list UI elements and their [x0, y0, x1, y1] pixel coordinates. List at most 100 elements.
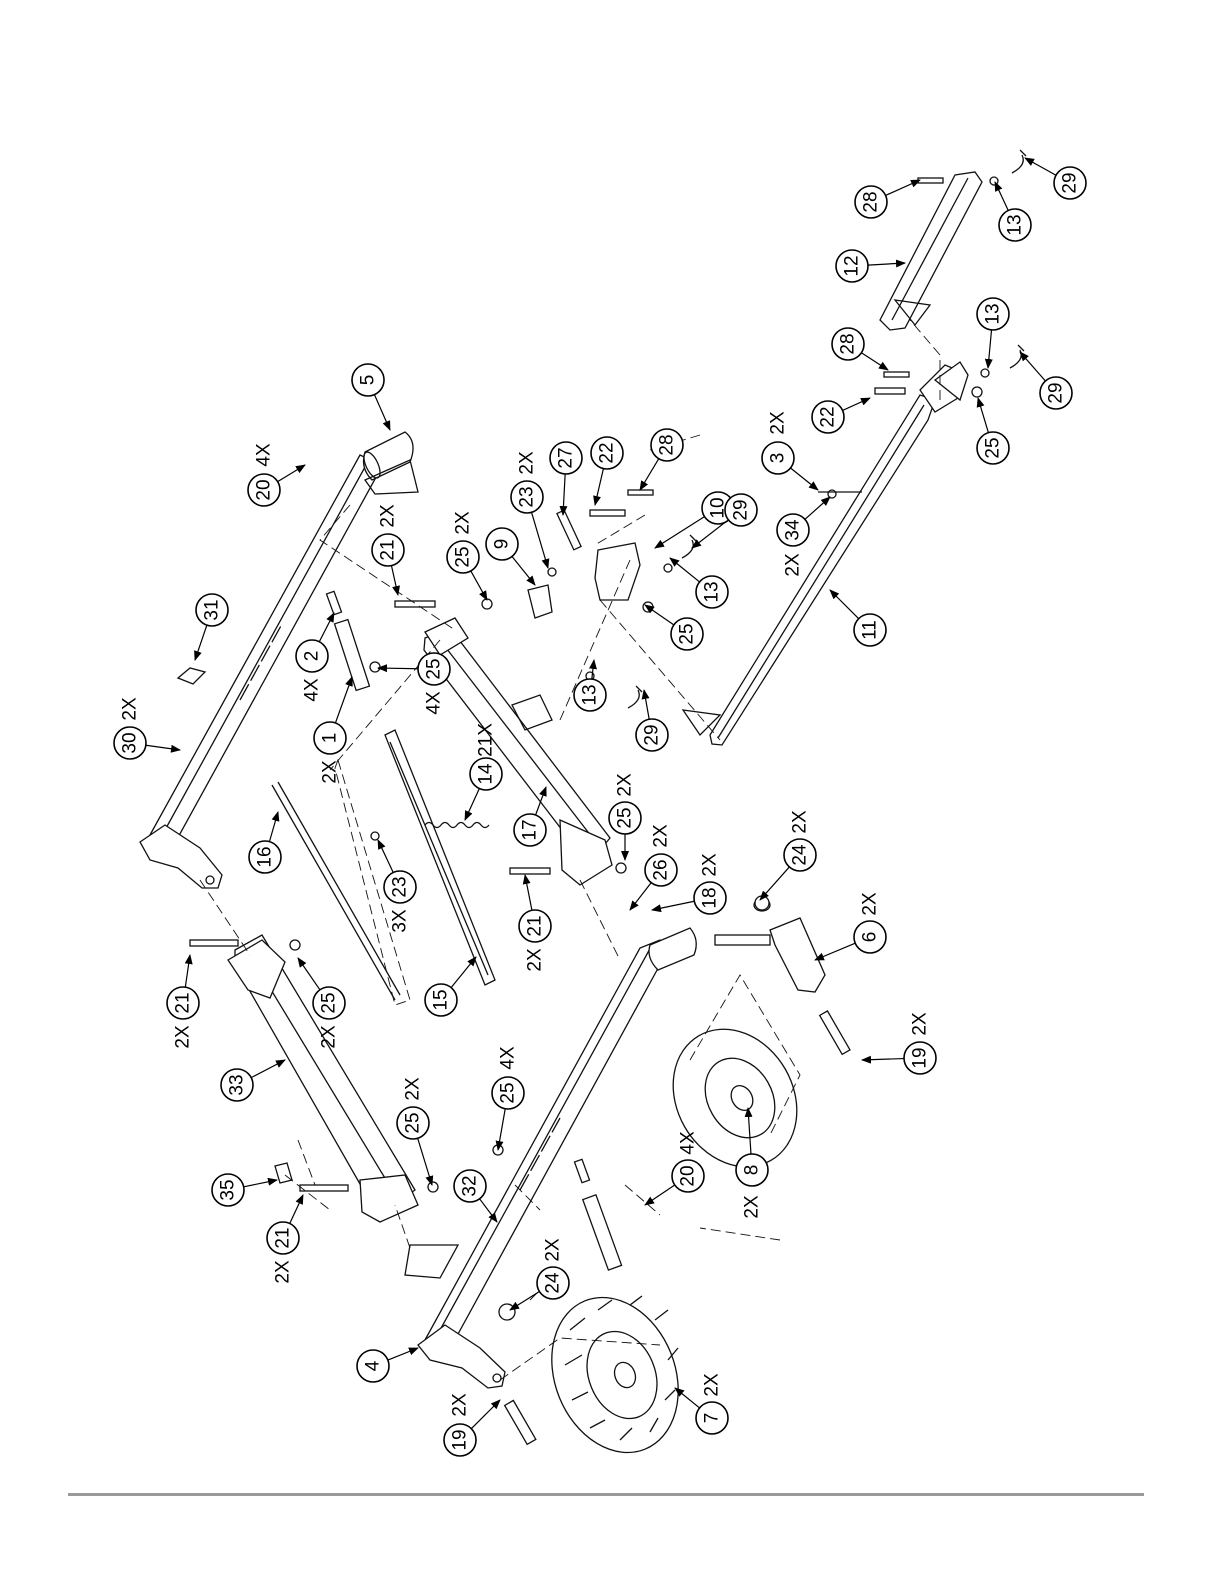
callout-quantity: 2X: [453, 511, 474, 535]
callout-number: 6: [860, 932, 881, 943]
callout-2: 2 4X: [296, 640, 328, 702]
callout-number: 25: [403, 1112, 424, 1133]
callout-19: 192X: [904, 1012, 936, 1074]
callout-leader: [378, 840, 393, 873]
decal-35: [275, 1163, 292, 1183]
chain: [425, 823, 489, 828]
callout-number: 2: [302, 651, 323, 662]
callout-number: 13: [702, 581, 723, 602]
callout-number: 25: [615, 807, 636, 828]
callout-leader: [471, 1400, 500, 1429]
callout-leader: [655, 517, 704, 548]
callout-leader: [525, 875, 532, 910]
callout-leader: [269, 812, 278, 842]
mount-plate: [595, 543, 640, 600]
callout-leader: [886, 180, 920, 195]
callout-25: 25: [977, 432, 1009, 464]
callout-quantity: 2X: [319, 1025, 340, 1049]
callout-16: 16: [249, 841, 281, 873]
callout-leader: [480, 1199, 497, 1222]
callout-12: 12: [836, 250, 868, 282]
callout-31: 31: [196, 594, 228, 626]
callout-8: 82X: [736, 1154, 768, 1219]
callout-25: 252X: [313, 987, 345, 1049]
callout-number: 1: [320, 733, 341, 744]
callout-leader: [319, 613, 334, 642]
decal-31: [178, 668, 205, 684]
callout-13: 13: [999, 209, 1031, 241]
callout-leader: [471, 571, 487, 600]
callout-leader: [843, 398, 870, 410]
callout-leader: [988, 330, 992, 368]
callout-leader: [298, 958, 320, 990]
callout-6: 62X: [854, 892, 886, 953]
callout-number: 30: [120, 732, 141, 753]
callout-25: 25: [671, 618, 703, 650]
callout-number: 34: [783, 519, 804, 541]
callout-29: 29: [1054, 167, 1086, 199]
callout-number: 13: [1005, 214, 1026, 235]
callout-11: 11: [854, 614, 886, 646]
callout-24: 242X: [537, 1238, 569, 1299]
callout-5: 5: [352, 364, 384, 396]
rear-frame-beam: [140, 432, 418, 888]
callout-26: 262X: [645, 824, 677, 886]
callout-number: 13: [983, 303, 1004, 324]
callout-35: 35: [212, 1174, 244, 1206]
callout-number: 14: [476, 763, 497, 785]
callout-number: 23: [390, 876, 411, 897]
callout-quantity: 2X: [378, 504, 399, 528]
callout-number: 3: [768, 453, 789, 464]
callout-quantity: 4X: [498, 1046, 519, 1070]
rod: [272, 782, 400, 1000]
callout-leader: [645, 1185, 675, 1205]
callout-28: 28: [832, 328, 864, 360]
callout-25: 25 4X: [418, 653, 450, 715]
callout-leader: [146, 745, 180, 750]
callout-22: 22: [591, 437, 623, 469]
callout-quantity: 4X: [424, 691, 445, 715]
callout-32: 32: [454, 1170, 486, 1202]
callout-number: 21: [525, 915, 546, 936]
callout-number: 29: [642, 724, 663, 745]
callout-33: 33: [221, 1069, 253, 1101]
callout-leader: [418, 1138, 432, 1185]
callout-leader: [760, 867, 789, 900]
callout-number: 35: [218, 1179, 239, 1200]
callout-quantity: 4X: [302, 678, 323, 702]
callout-quantity: 2X: [700, 853, 721, 877]
callout-22: 22: [812, 401, 844, 433]
callout-number: 27: [556, 447, 577, 468]
link-bracket-lower: [583, 1195, 622, 1270]
callout-leader: [378, 668, 418, 669]
callout-number: 5: [358, 375, 379, 386]
lower-frame-beam: [228, 935, 418, 1222]
callout-number: 29: [731, 499, 752, 520]
callout-number: 25: [677, 623, 698, 644]
callout-number: 7: [702, 1413, 723, 1424]
callout-number: 25: [424, 658, 445, 679]
callout-number: 8: [742, 1165, 763, 1176]
callout-quantity: 2X: [910, 1012, 931, 1036]
callout-13: 13: [574, 679, 606, 711]
callout-leader: [644, 690, 649, 719]
callout-quantity: 2X: [543, 1238, 564, 1262]
callout-number: 19: [450, 1429, 471, 1450]
callout-leader: [374, 395, 390, 430]
callout-quantity: 2X: [702, 1373, 723, 1397]
callout-leader: [805, 497, 830, 519]
callout-number: 4: [363, 1360, 384, 1371]
callout-leader: [640, 459, 659, 490]
callout-leader: [251, 1060, 285, 1078]
callout-quantity: 2X: [120, 697, 141, 721]
callout-leader: [498, 1109, 505, 1150]
callout-21: 212X: [267, 1222, 299, 1284]
callout-21: 212X: [372, 504, 404, 566]
callout-number: 29: [1060, 172, 1081, 193]
callout-leader: [563, 474, 565, 515]
callout-leader: [995, 182, 1008, 210]
footer-rule: [68, 1493, 1144, 1496]
